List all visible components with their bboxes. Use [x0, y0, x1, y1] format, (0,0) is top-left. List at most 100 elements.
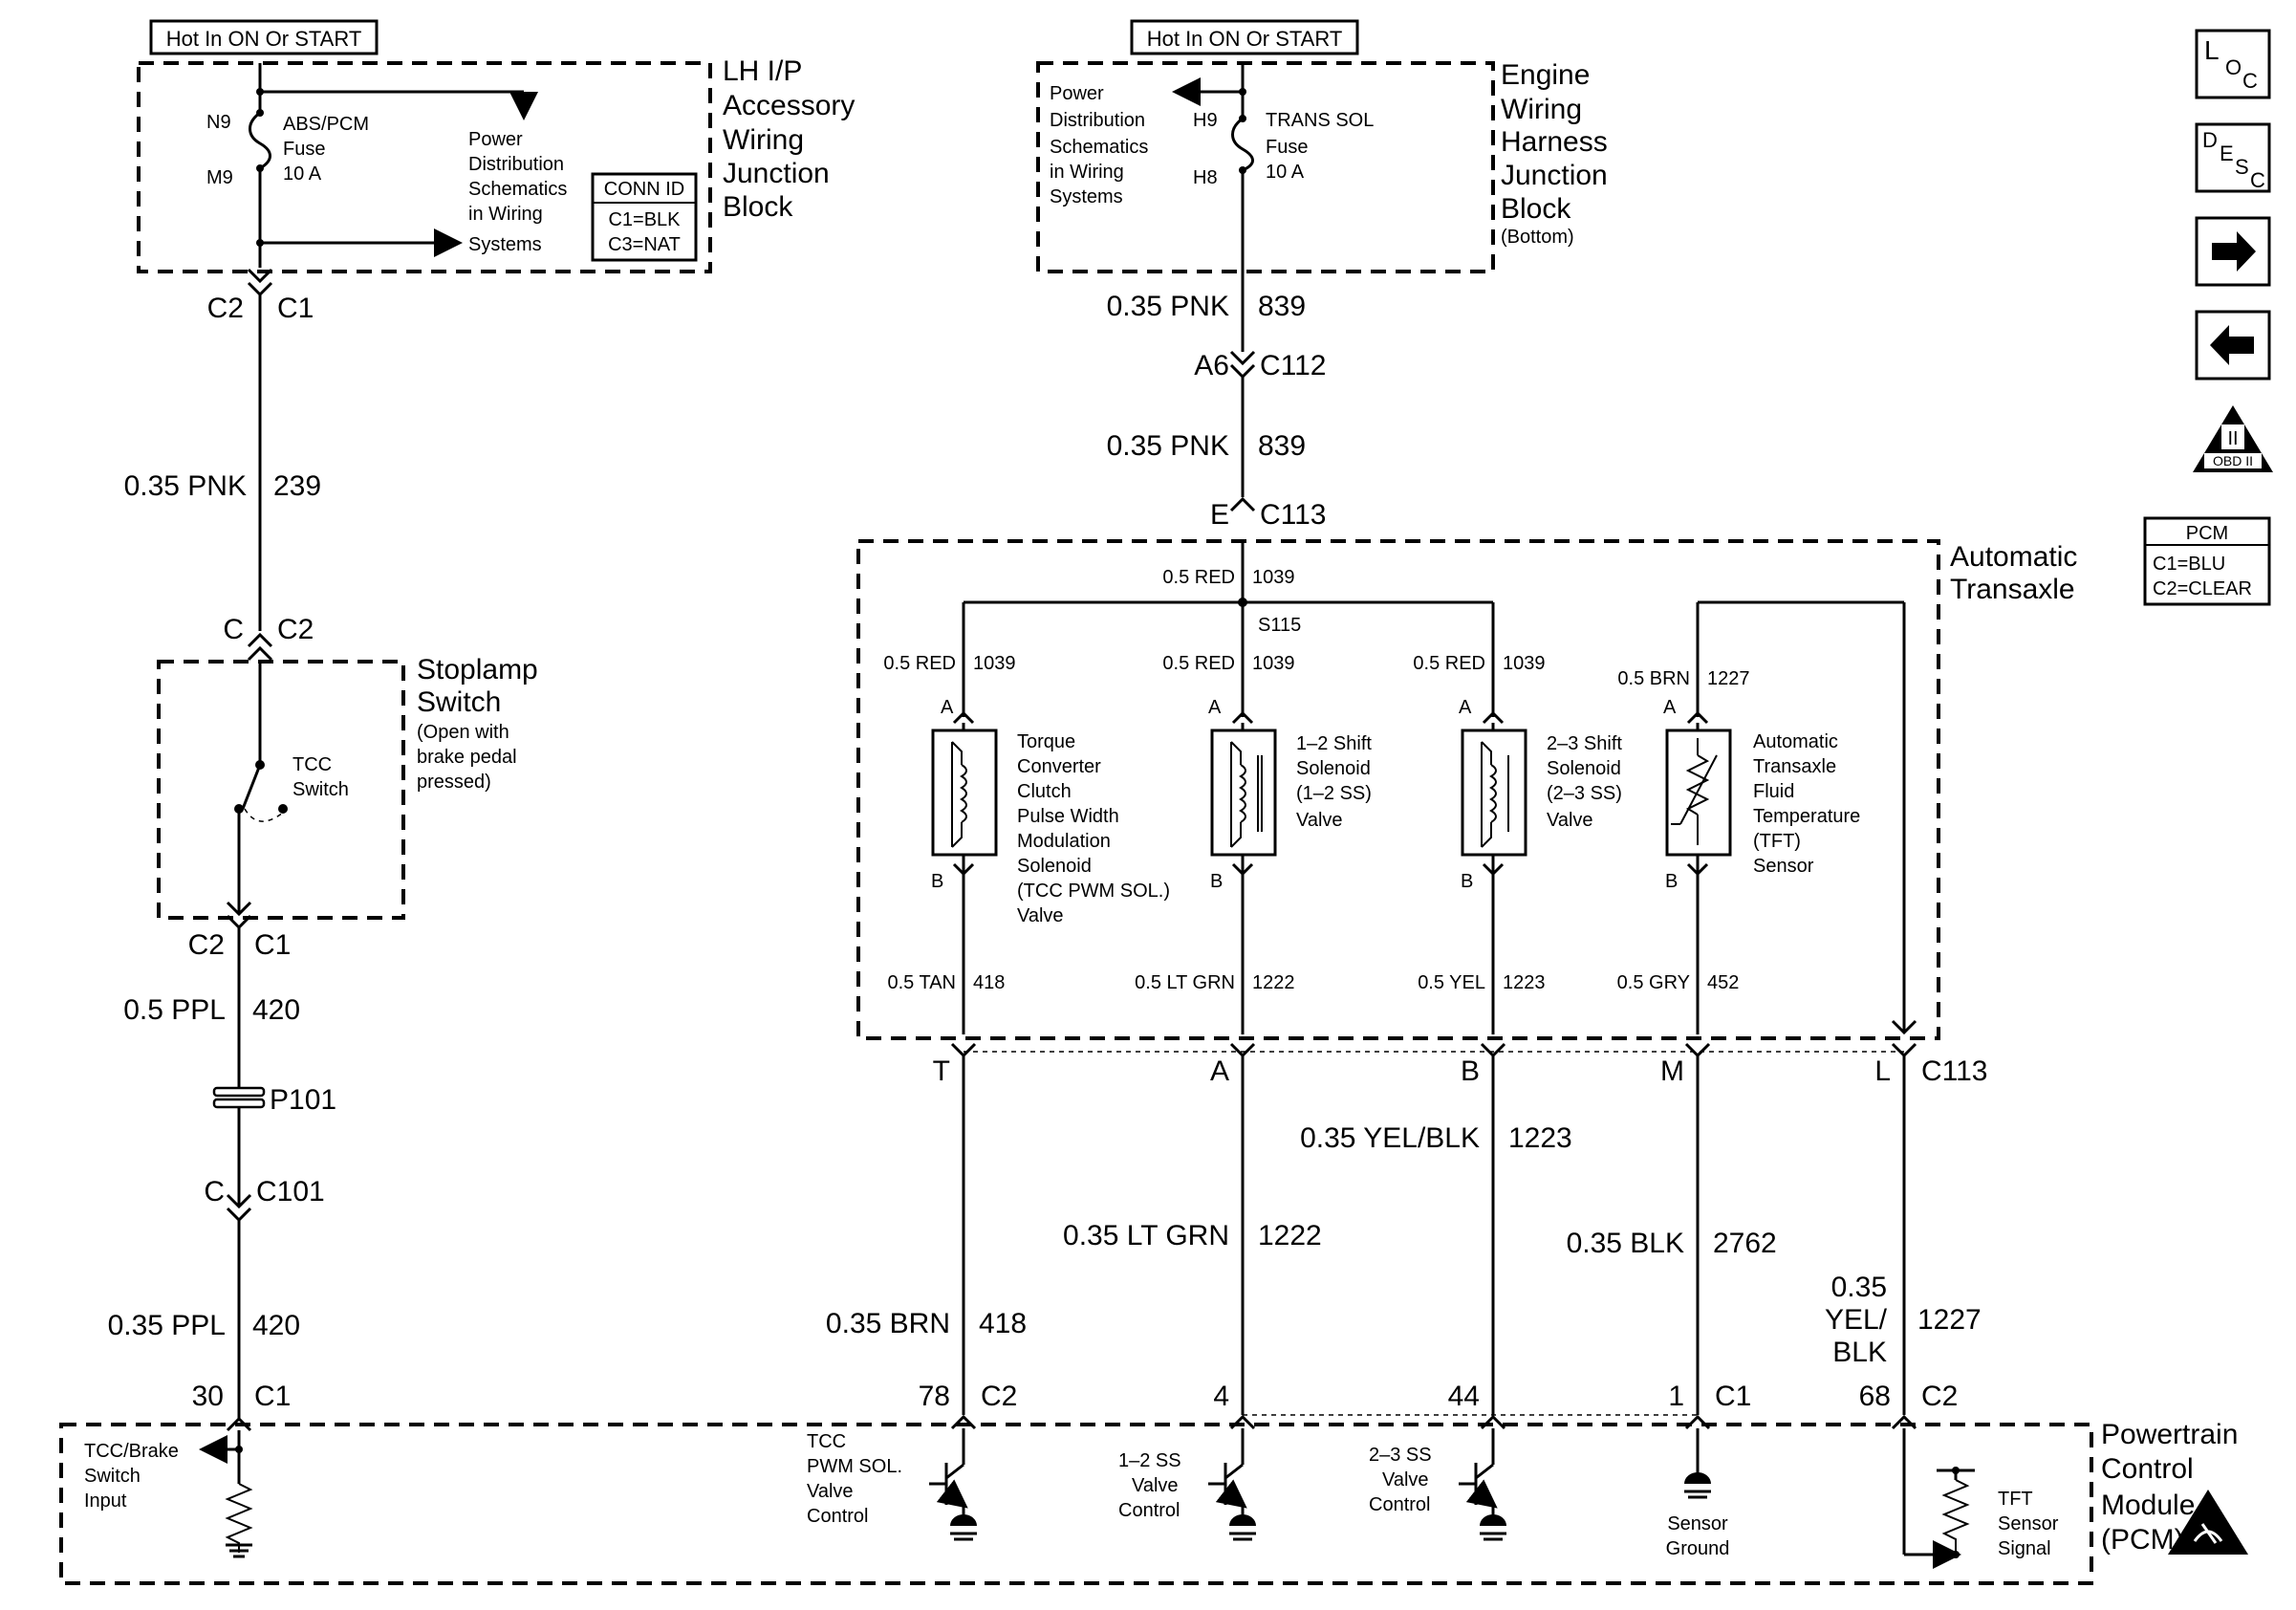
tcc-switch-label-2: Switch: [292, 779, 349, 800]
wire-420-num: 420: [252, 994, 300, 1026]
tcc-switch-icon: [234, 764, 288, 822]
tcc-comp-label-2: Converter: [1017, 756, 1101, 777]
ss23-comp-label-2: Solenoid: [1547, 758, 1621, 779]
ss12-bottom-num: 1222: [1252, 972, 1295, 993]
wire-239-color: 0.35 PNK: [124, 470, 247, 502]
powertrain-control-module: Powertrain Control Module (PCM) TCC/Brak…: [59, 1419, 2248, 1585]
input-resistor-icon: [225, 1483, 253, 1553]
esd-warning-icon: [2168, 1490, 2248, 1555]
automatic-transaxle: Automatic Transaxle 0.5 RED 1039 S115 0.…: [856, 539, 2077, 1040]
splice-s115: S115: [1258, 615, 1301, 636]
tcc-pwm-solenoid-icon: [951, 741, 967, 848]
power-dist-left-2: Distribution: [468, 154, 564, 175]
desc-icon-s: S: [2235, 155, 2249, 179]
desc-icon[interactable]: [2195, 122, 2271, 193]
desc-icon-c: C: [2250, 168, 2265, 192]
ss12-transistor-icon: [1208, 1428, 1256, 1541]
stoplamp-note-3: pressed): [417, 772, 491, 793]
hot-label-left: Hot In ON Or START: [166, 27, 362, 51]
wire-1227-color-2: YEL/: [1825, 1304, 1888, 1336]
lh-ip-block-title-4: Junction: [723, 158, 830, 189]
obd-ii-icon: II OBD II: [2193, 405, 2273, 472]
pcm-pin-1: 1: [1668, 1381, 1684, 1412]
wire-839-num: 839: [1258, 291, 1306, 322]
loc-icon[interactable]: [2195, 29, 2271, 99]
wire-2762-num: 2762: [1713, 1228, 1777, 1259]
tft-thermistor-icon: [1671, 738, 1718, 845]
tcc-comp-label-4: Pulse Width: [1017, 806, 1119, 827]
tcc-bottom-color: 0.5 TAN: [887, 972, 956, 993]
wire-1222-num: 1222: [1258, 1220, 1322, 1251]
ss23-control-3: Control: [1369, 1494, 1430, 1515]
pcm-legend-c1: C1=BLU: [2153, 554, 2225, 575]
power-dist-left-1: Power: [468, 129, 523, 150]
abs-pcm-fuse-label-3: 10 A: [283, 163, 322, 185]
arrow-right-icon[interactable]: [2195, 216, 2271, 287]
conn-c112: C112: [1260, 350, 1327, 381]
power-dist-right-4: in Wiring: [1050, 162, 1124, 183]
ss23-branch-num: 1039: [1503, 653, 1546, 674]
lh-ip-junction-block: Hot In ON Or START LH I/P Accessory Wiri…: [137, 19, 855, 273]
ss23-comp-label-3: (2–3 SS): [1547, 783, 1622, 804]
conn-c113-top: C113: [1260, 499, 1327, 531]
tft-comp-label-3: Fluid: [1753, 781, 1794, 802]
tcc-brake-input-2: Switch: [84, 1466, 141, 1487]
tft-signal-circuit: [1902, 1428, 1975, 1569]
tft-comp-label-2: Transaxle: [1753, 756, 1836, 777]
ss12-solenoid-icon: [1230, 741, 1263, 848]
previous-page-button[interactable]: [2195, 310, 2271, 381]
tcc-pwm-control-4: Control: [807, 1506, 868, 1527]
pcm-title-4: (PCM): [2101, 1524, 2184, 1556]
wire-1227-num: 1227: [1917, 1304, 1982, 1336]
tcc-comp-label-1: Torque: [1017, 731, 1075, 752]
tcc-branch-color: 0.5 RED: [883, 653, 956, 674]
desc-icon-e: E: [2220, 141, 2234, 165]
ss23-bottom-color: 0.5 YEL: [1418, 972, 1485, 993]
stoplamp-note-1: (Open with: [417, 722, 509, 743]
stoplamp-switch-outline: [157, 660, 405, 920]
trans-sol-fuse-label-2: Fuse: [1266, 137, 1308, 158]
pcm-title-3: Module: [2101, 1490, 2195, 1521]
engine-block-title-4: Junction: [1501, 160, 1608, 191]
wire-839b-color: 0.35 PNK: [1107, 430, 1229, 462]
p101-passthrough-icon: [212, 1086, 266, 1109]
lh-ip-block-title-5: Block: [723, 191, 793, 223]
c113-pin-m: M: [1660, 1055, 1684, 1087]
fuse-pin-n9: N9: [206, 112, 231, 133]
power-dist-left-3: Schematics: [468, 179, 567, 200]
tcc-comp-label-7: (TCC PWM SOL.): [1017, 881, 1170, 902]
loc-icon-o: O: [2225, 55, 2242, 79]
engine-block-title-3: Harness: [1501, 126, 1608, 158]
wire-839b-num: 839: [1258, 430, 1306, 462]
ss12-bottom-color: 0.5 LT GRN: [1135, 972, 1235, 993]
tft-pin-a: A: [1663, 697, 1677, 718]
ss23-control-2: Valve: [1382, 1469, 1429, 1490]
pcm-pin-4: 4: [1213, 1381, 1229, 1412]
power-dist-right-1: Power: [1050, 83, 1104, 104]
c113-label: C113: [1921, 1055, 1988, 1087]
tcc-pwm-control-3: Valve: [807, 1481, 854, 1502]
loc-button[interactable]: L O C: [2195, 29, 2271, 99]
tft-signal-1: TFT: [1998, 1489, 2033, 1510]
wire-1222-color: 0.35 LT GRN: [1063, 1220, 1229, 1251]
next-page-button[interactable]: [2195, 216, 2271, 287]
wire-420-color: 0.5 PPL: [123, 994, 226, 1026]
tcc-comp-label-6: Solenoid: [1017, 856, 1092, 877]
ss12-branch-num: 1039: [1252, 653, 1295, 674]
desc-button[interactable]: D E S C: [2195, 122, 2271, 193]
c113-connector: T A B M L C113: [933, 1042, 1988, 1087]
pcm-legend-table: PCM C1=BLU C2=CLEAR: [2143, 516, 2271, 606]
ss12-comp-label-3: (1–2 SS): [1296, 783, 1372, 804]
ss12-control-1: 1–2 SS: [1118, 1450, 1181, 1471]
tft-bottom-num: 452: [1707, 972, 1739, 993]
ss12-comp-label-2: Solenoid: [1296, 758, 1371, 779]
transaxle-feed-color: 0.5 RED: [1162, 567, 1235, 588]
wire-239-num: 239: [273, 470, 321, 502]
sensor-ground-icon: [1684, 1428, 1711, 1499]
ss12-comp-label-4: Valve: [1296, 810, 1343, 831]
tcc-comp-label-3: Clutch: [1017, 781, 1072, 802]
conn-c2-stoplamp: C2: [277, 614, 314, 645]
sensor-ground-2: Ground: [1666, 1538, 1730, 1559]
pcm-conn-c2-a: C2: [981, 1381, 1017, 1412]
obd-roman: II: [2227, 428, 2238, 449]
